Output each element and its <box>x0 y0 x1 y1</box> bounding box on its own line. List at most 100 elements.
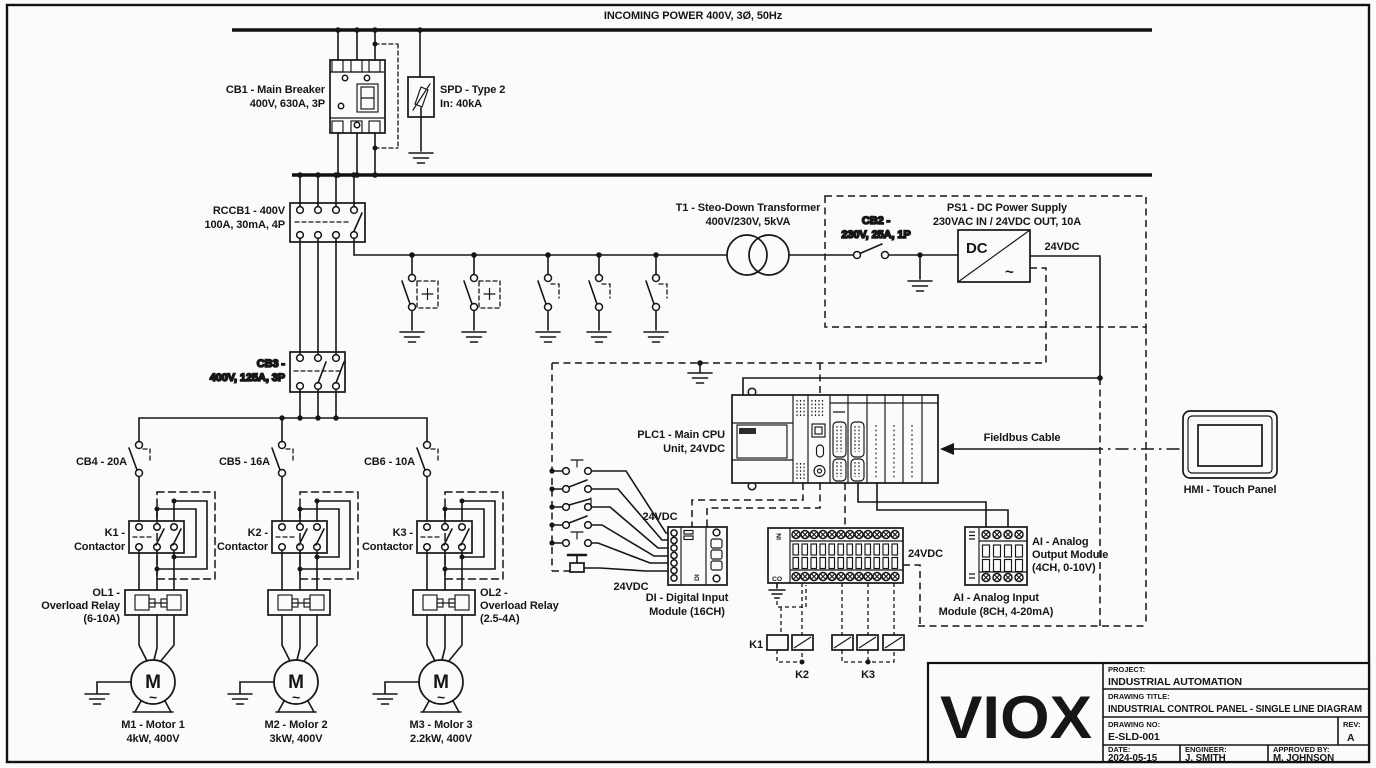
svg-text:ENGINEER:: ENGINEER: <box>1185 745 1227 754</box>
svg-text:M3 - Molor 3: M3 - Molor 3 <box>410 719 473 731</box>
svg-text:REV:: REV: <box>1343 720 1361 729</box>
svg-text:Module (8CH, 4-20mA): Module (8CH, 4-20mA) <box>939 606 1054 618</box>
svg-text:Contactor: Contactor <box>74 541 126 553</box>
svg-text:230V, 25A, 1P: 230V, 25A, 1P <box>841 229 910 241</box>
svg-text:CB3 -: CB3 - <box>257 358 286 370</box>
page-border <box>5 3 1371 764</box>
junction-dots <box>297 27 659 258</box>
terminal-block: IN CO 24VDC <box>767 527 943 626</box>
svg-text:CB4 - 20A: CB4 - 20A <box>76 456 127 468</box>
svg-text:In: 40kA: In: 40kA <box>440 98 482 110</box>
svg-text:CB1 - Main Breaker: CB1 - Main Breaker <box>226 84 326 96</box>
title-block: VIOX PROJECT: INDUSTRIAL AUTOMATION DRAW… <box>926 661 1371 764</box>
motor-symbol-letter: M <box>145 672 161 693</box>
svg-text:24VDC: 24VDC <box>1045 241 1080 253</box>
spd-label: SPD - Type 2 In: 40kA <box>440 84 505 110</box>
svg-text:K3: K3 <box>861 669 875 681</box>
svg-text:Unit, 24VDC: Unit, 24VDC <box>663 443 725 455</box>
svg-text:M1 - Motor 1: M1 - Motor 1 <box>121 719 185 731</box>
motor-branch-2: CB5 - 16A K2 - Contactor M ~ M2 - Molor … <box>217 417 359 745</box>
svg-text:(2.5-4A): (2.5-4A) <box>480 613 520 625</box>
svg-text:Overload Relay: Overload Relay <box>480 600 560 612</box>
ai-input-label: AI - Analog Input Module (8CH, 4-20mA) <box>939 592 1054 618</box>
svg-text:400V, 125A, 3P: 400V, 125A, 3P <box>210 372 285 384</box>
svg-text:~: ~ <box>1005 264 1014 281</box>
spd-arrester <box>407 30 435 164</box>
svg-text:~: ~ <box>149 689 157 705</box>
svg-text:24VDC: 24VDC <box>643 511 678 523</box>
svg-text:M2 - Molor 2: M2 - Molor 2 <box>265 719 328 731</box>
svg-text:24VDC: 24VDC <box>614 581 649 593</box>
plc-label: PLC1 - Main CPU Unit, 24VDC <box>637 429 725 455</box>
svg-text:Overload Relay: Overload Relay <box>41 600 121 612</box>
svg-text:3kW, 400V: 3kW, 400V <box>270 733 324 745</box>
svg-text:A: A <box>1347 732 1355 744</box>
svg-text:400V, 630A, 3P: 400V, 630A, 3P <box>250 98 325 110</box>
di-module: DI 24VDC 24VDC DI - Digital Input Module… <box>614 483 846 618</box>
ai-output-module: AI - Analog Output Module (4CH, 0-10V) <box>857 482 1108 586</box>
svg-text:DI - Digital Input: DI - Digital Input <box>646 592 729 604</box>
emergency-stop <box>566 553 671 573</box>
cb1-breaker <box>329 30 399 176</box>
svg-text:AI - Analog: AI - Analog <box>1032 536 1089 548</box>
svg-text:K2 -: K2 - <box>248 527 269 539</box>
svg-text:4kW, 400V: 4kW, 400V <box>127 733 181 745</box>
svg-text:DATE:: DATE: <box>1108 745 1130 754</box>
svg-text:(6-10A): (6-10A) <box>83 613 120 625</box>
cb3: CB3 - 400V, 125A, 3P <box>138 351 428 421</box>
ps1-power-supply: DC ~ PS1 - DC Power Supply 230VAC IN / 2… <box>933 202 1081 283</box>
svg-text:E-SLD-001: E-SLD-001 <box>1108 731 1160 743</box>
transformer-t1: T1 - Steo-Down Transformer 400V/230V, 5k… <box>676 202 821 276</box>
svg-text:IN: IN <box>776 533 783 540</box>
motor-branch-1: CB4 - 20A K1 - Contactor M ~ M1 - Motor … <box>74 417 216 745</box>
svg-text:INDUSTRIAL AUTOMATION: INDUSTRIAL AUTOMATION <box>1108 676 1242 688</box>
incoming-power-label: INCOMING POWER 400V, 3Ø, 50Hz <box>604 10 783 22</box>
svg-text:K1 -: K1 - <box>105 527 126 539</box>
svg-text:2.2kW, 400V: 2.2kW, 400V <box>410 733 473 745</box>
svg-text:400V/230V, 5kVA: 400V/230V, 5kVA <box>706 216 791 228</box>
svg-text:PROJECT:: PROJECT: <box>1108 665 1145 674</box>
hmi-panel: HMI - Touch Panel <box>1182 410 1278 496</box>
svg-text:AI - Analog Input: AI - Analog Input <box>953 592 1039 604</box>
relay-outputs: K1 K2 K3 <box>749 582 905 681</box>
svg-text:M. JOHNSON: M. JOHNSON <box>1273 753 1334 764</box>
svg-text:K2: K2 <box>795 669 809 681</box>
svg-text:INDUSTRIAL CONTROL PANEL - SIN: INDUSTRIAL CONTROL PANEL - SINGLE LINE D… <box>1108 703 1362 715</box>
rccb1-label: RCCB1 - 400V 100A, 30mA, 4P <box>204 205 285 231</box>
svg-text:DC: DC <box>966 240 988 257</box>
svg-text:230VAC IN / 24VDC OUT, 10A: 230VAC IN / 24VDC OUT, 10A <box>933 216 1081 228</box>
svg-text:PLC1 - Main CPU: PLC1 - Main CPU <box>637 429 725 441</box>
viox-logo: VIOX <box>940 684 1092 751</box>
svg-text:CO: CO <box>772 576 782 583</box>
svg-text:Fieldbus Cable: Fieldbus Cable <box>984 432 1061 444</box>
svg-text:~: ~ <box>292 689 300 705</box>
svg-text:~: ~ <box>437 689 445 705</box>
svg-text:Module (16CH): Module (16CH) <box>649 606 725 618</box>
svg-text:100A, 30mA, 4P: 100A, 30mA, 4P <box>204 219 285 231</box>
svg-text:Output Module: Output Module <box>1032 549 1108 561</box>
svg-text:DRAWING NO:: DRAWING NO: <box>1108 720 1160 729</box>
cb1-label: CB1 - Main Breaker 400V, 630A, 3P <box>226 84 326 110</box>
svg-text:RCCB1 - 400V: RCCB1 - 400V <box>213 205 286 217</box>
rccb1 <box>289 175 366 356</box>
svg-text:J. SMITH: J. SMITH <box>1185 753 1226 764</box>
feeder-switches <box>399 254 669 343</box>
svg-text:SPD - Type 2: SPD - Type 2 <box>440 84 505 96</box>
svg-text:OL2 -: OL2 - <box>480 587 508 599</box>
svg-text:OL1 -: OL1 - <box>92 587 120 599</box>
incoming-bus: INCOMING POWER 400V, 3Ø, 50Hz <box>232 10 1152 32</box>
cb2: CB2 - 230V, 25A, 1P <box>841 214 933 292</box>
svg-text:24VDC: 24VDC <box>908 548 943 560</box>
svg-text:Contactor: Contactor <box>217 541 269 553</box>
fieldbus-line: Fieldbus Cable <box>940 432 1183 455</box>
plc-rack <box>731 387 939 491</box>
svg-text:CB5 - 16A: CB5 - 16A <box>219 456 270 468</box>
svg-text:PS1 - DC Power Supply: PS1 - DC Power Supply <box>947 202 1068 214</box>
ol2-label: OL2 - Overload Relay (2.5-4A) <box>480 587 560 625</box>
svg-text:K3 -: K3 - <box>393 527 414 539</box>
svg-text:APPROVED BY:: APPROVED BY: <box>1273 745 1330 754</box>
svg-text:2024-05-15: 2024-05-15 <box>1108 753 1158 764</box>
ol1-label: OL1 - Overload Relay (6-10A) <box>41 587 121 625</box>
